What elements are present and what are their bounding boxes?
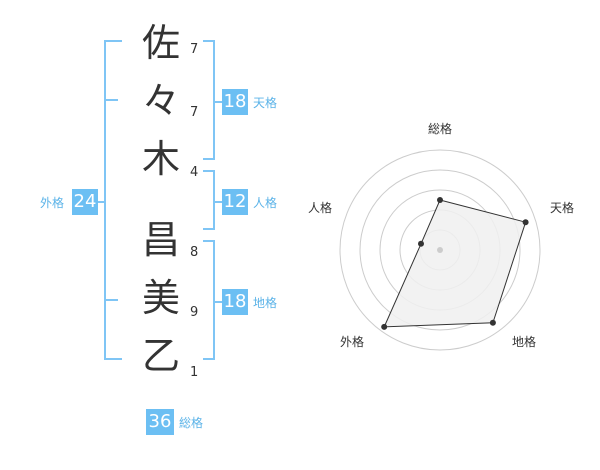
name-char-6: 乙 [141,334,180,378]
radar-label-tenkaku: 天格 [550,200,574,215]
gaikaku-bracket-tick-2 [104,299,118,301]
chikaku-bracket-top [203,240,215,242]
stroke-count-1: 7 [190,42,199,57]
gaikaku-value-badge: 24 [72,189,98,215]
radar-point-jinkaku [418,240,424,247]
soukaku-value-badge: 36 [146,409,174,435]
stroke-count-2: 7 [190,105,199,120]
gaikaku-bracket-tick-1 [104,99,118,101]
chikaku-label: 地格 [253,296,278,310]
name-char-3: 木 [141,137,180,181]
tenkaku-bracket-vertical [213,40,215,160]
radar-point-gaikaku [381,323,388,330]
chikaku-bracket-bottom [203,358,215,360]
chikaku-value-badge: 18 [222,289,248,315]
radar-point-tenkaku [522,219,529,226]
stroke-count-5: 9 [190,305,199,320]
tenkaku-bracket-connector [215,101,222,103]
radar-center-point [437,247,443,253]
jinkaku-bracket-connector [215,201,222,203]
gaikaku-label: 外格 [40,196,65,210]
jinkaku-label: 人格 [253,196,278,210]
chikaku-bracket-connector [215,301,222,303]
tenkaku-bracket-bottom [203,158,215,160]
soukaku-label: 総格 [179,416,204,430]
gaikaku-bracket-connector [92,201,104,203]
radar-polygon [383,199,527,328]
tenkaku-label: 天格 [253,96,278,110]
name-char-5: 美 [141,276,180,320]
radar-label-chikaku: 地格 [512,334,536,349]
jinkaku-value-badge: 12 [222,189,248,215]
jinkaku-bracket-vertical [213,170,215,230]
radar-label-soukaku: 総格 [428,121,452,136]
chikaku-bracket-vertical [213,240,215,360]
jinkaku-bracket-top [203,170,215,172]
gaikaku-bracket-top [104,40,122,42]
radar-grid-ring-2 [359,169,521,331]
fortune-radar-chart: 総格 天格 地格 外格 人格 [308,121,574,351]
radar-label-gaikaku: 外格 [340,334,364,349]
tenkaku-value-badge: 18 [222,89,248,115]
radar-points [381,197,529,330]
jinkaku-bracket-bottom [203,228,215,230]
name-diagram: 佐 々 木 昌 美 乙 7 7 4 8 9 1 18 天格 12 人格 18 地… [40,21,278,435]
radar-label-jinkaku: 人格 [308,200,332,215]
name-char-1: 佐 [141,21,180,65]
name-char-4: 昌 [141,218,180,262]
radar-point-soukaku [437,197,443,203]
radar-point-chikaku [489,319,496,326]
gaikaku-bracket-vertical [104,40,106,360]
gaikaku-bracket-bottom [104,358,122,360]
stroke-count-4: 8 [190,245,199,260]
radar-grid-ring-1 [339,149,541,351]
stroke-count-3: 4 [190,165,199,180]
stroke-count-6: 1 [190,365,199,380]
tenkaku-bracket-top [203,40,215,42]
name-char-2: 々 [141,79,180,123]
